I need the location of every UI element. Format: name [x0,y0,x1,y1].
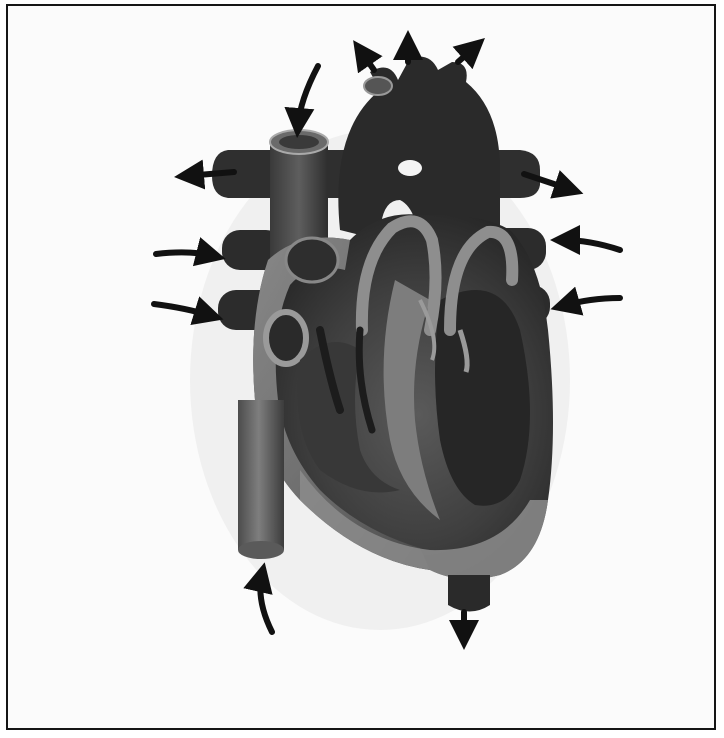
left-upper-pulmonary-vein-arrow [562,240,620,250]
right-upper-pulmonary-vein-arrow [156,252,214,256]
inferior-vena-cava [238,400,284,550]
inferior-vena-cava-opening [238,541,284,559]
aortic-branch-opening [364,77,392,95]
aortic-arch-gap [398,160,422,176]
aortic-arch-branch-3-arrow [458,46,476,62]
right-pulmonary-artery-arrow [186,172,234,176]
superior-vena-cava-inflow-arrow [298,66,318,126]
superior-vena-cava-lumen [279,135,319,149]
coronary-sinus-opening [266,312,306,364]
aortic-arch-branch-1-arrow [360,50,374,70]
left-lower-pulmonary-vein-arrow [562,298,620,306]
right-atrium-opening [286,238,338,282]
descending-aorta [448,575,490,612]
